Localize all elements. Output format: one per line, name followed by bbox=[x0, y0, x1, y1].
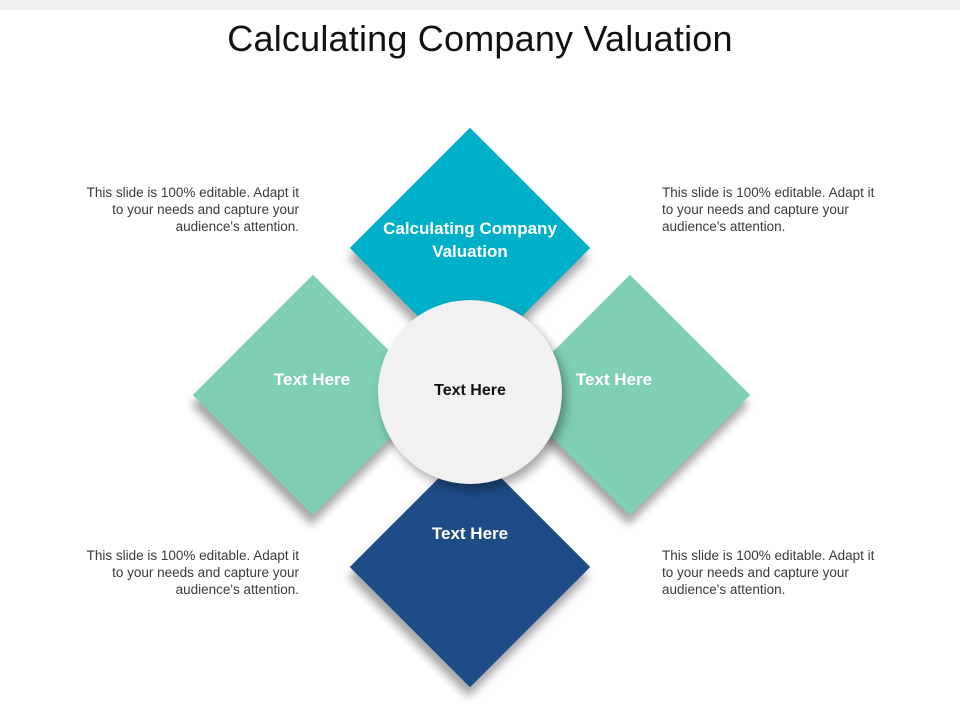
center-circle bbox=[378, 300, 562, 484]
top-strip bbox=[0, 0, 960, 10]
note-bottom-left: This slide is 100% editable. Adapt it to… bbox=[86, 548, 299, 597]
diamond-right-label: Text Here bbox=[575, 370, 653, 389]
diamond-left-label: Text Here bbox=[273, 370, 351, 389]
center-label: Text Here bbox=[434, 382, 506, 399]
note-top-right: This slide is 100% editable. Adapt it to… bbox=[662, 185, 875, 234]
diamond-bottom-label: Text Here bbox=[431, 524, 509, 543]
diamond-top-label: Calculating Company Valuation bbox=[383, 219, 557, 261]
note-top-left: This slide is 100% editable. Adapt it to… bbox=[86, 185, 299, 234]
slide-title: Calculating Company Valuation bbox=[227, 18, 733, 59]
note-bottom-right: This slide is 100% editable. Adapt it to… bbox=[662, 548, 875, 597]
